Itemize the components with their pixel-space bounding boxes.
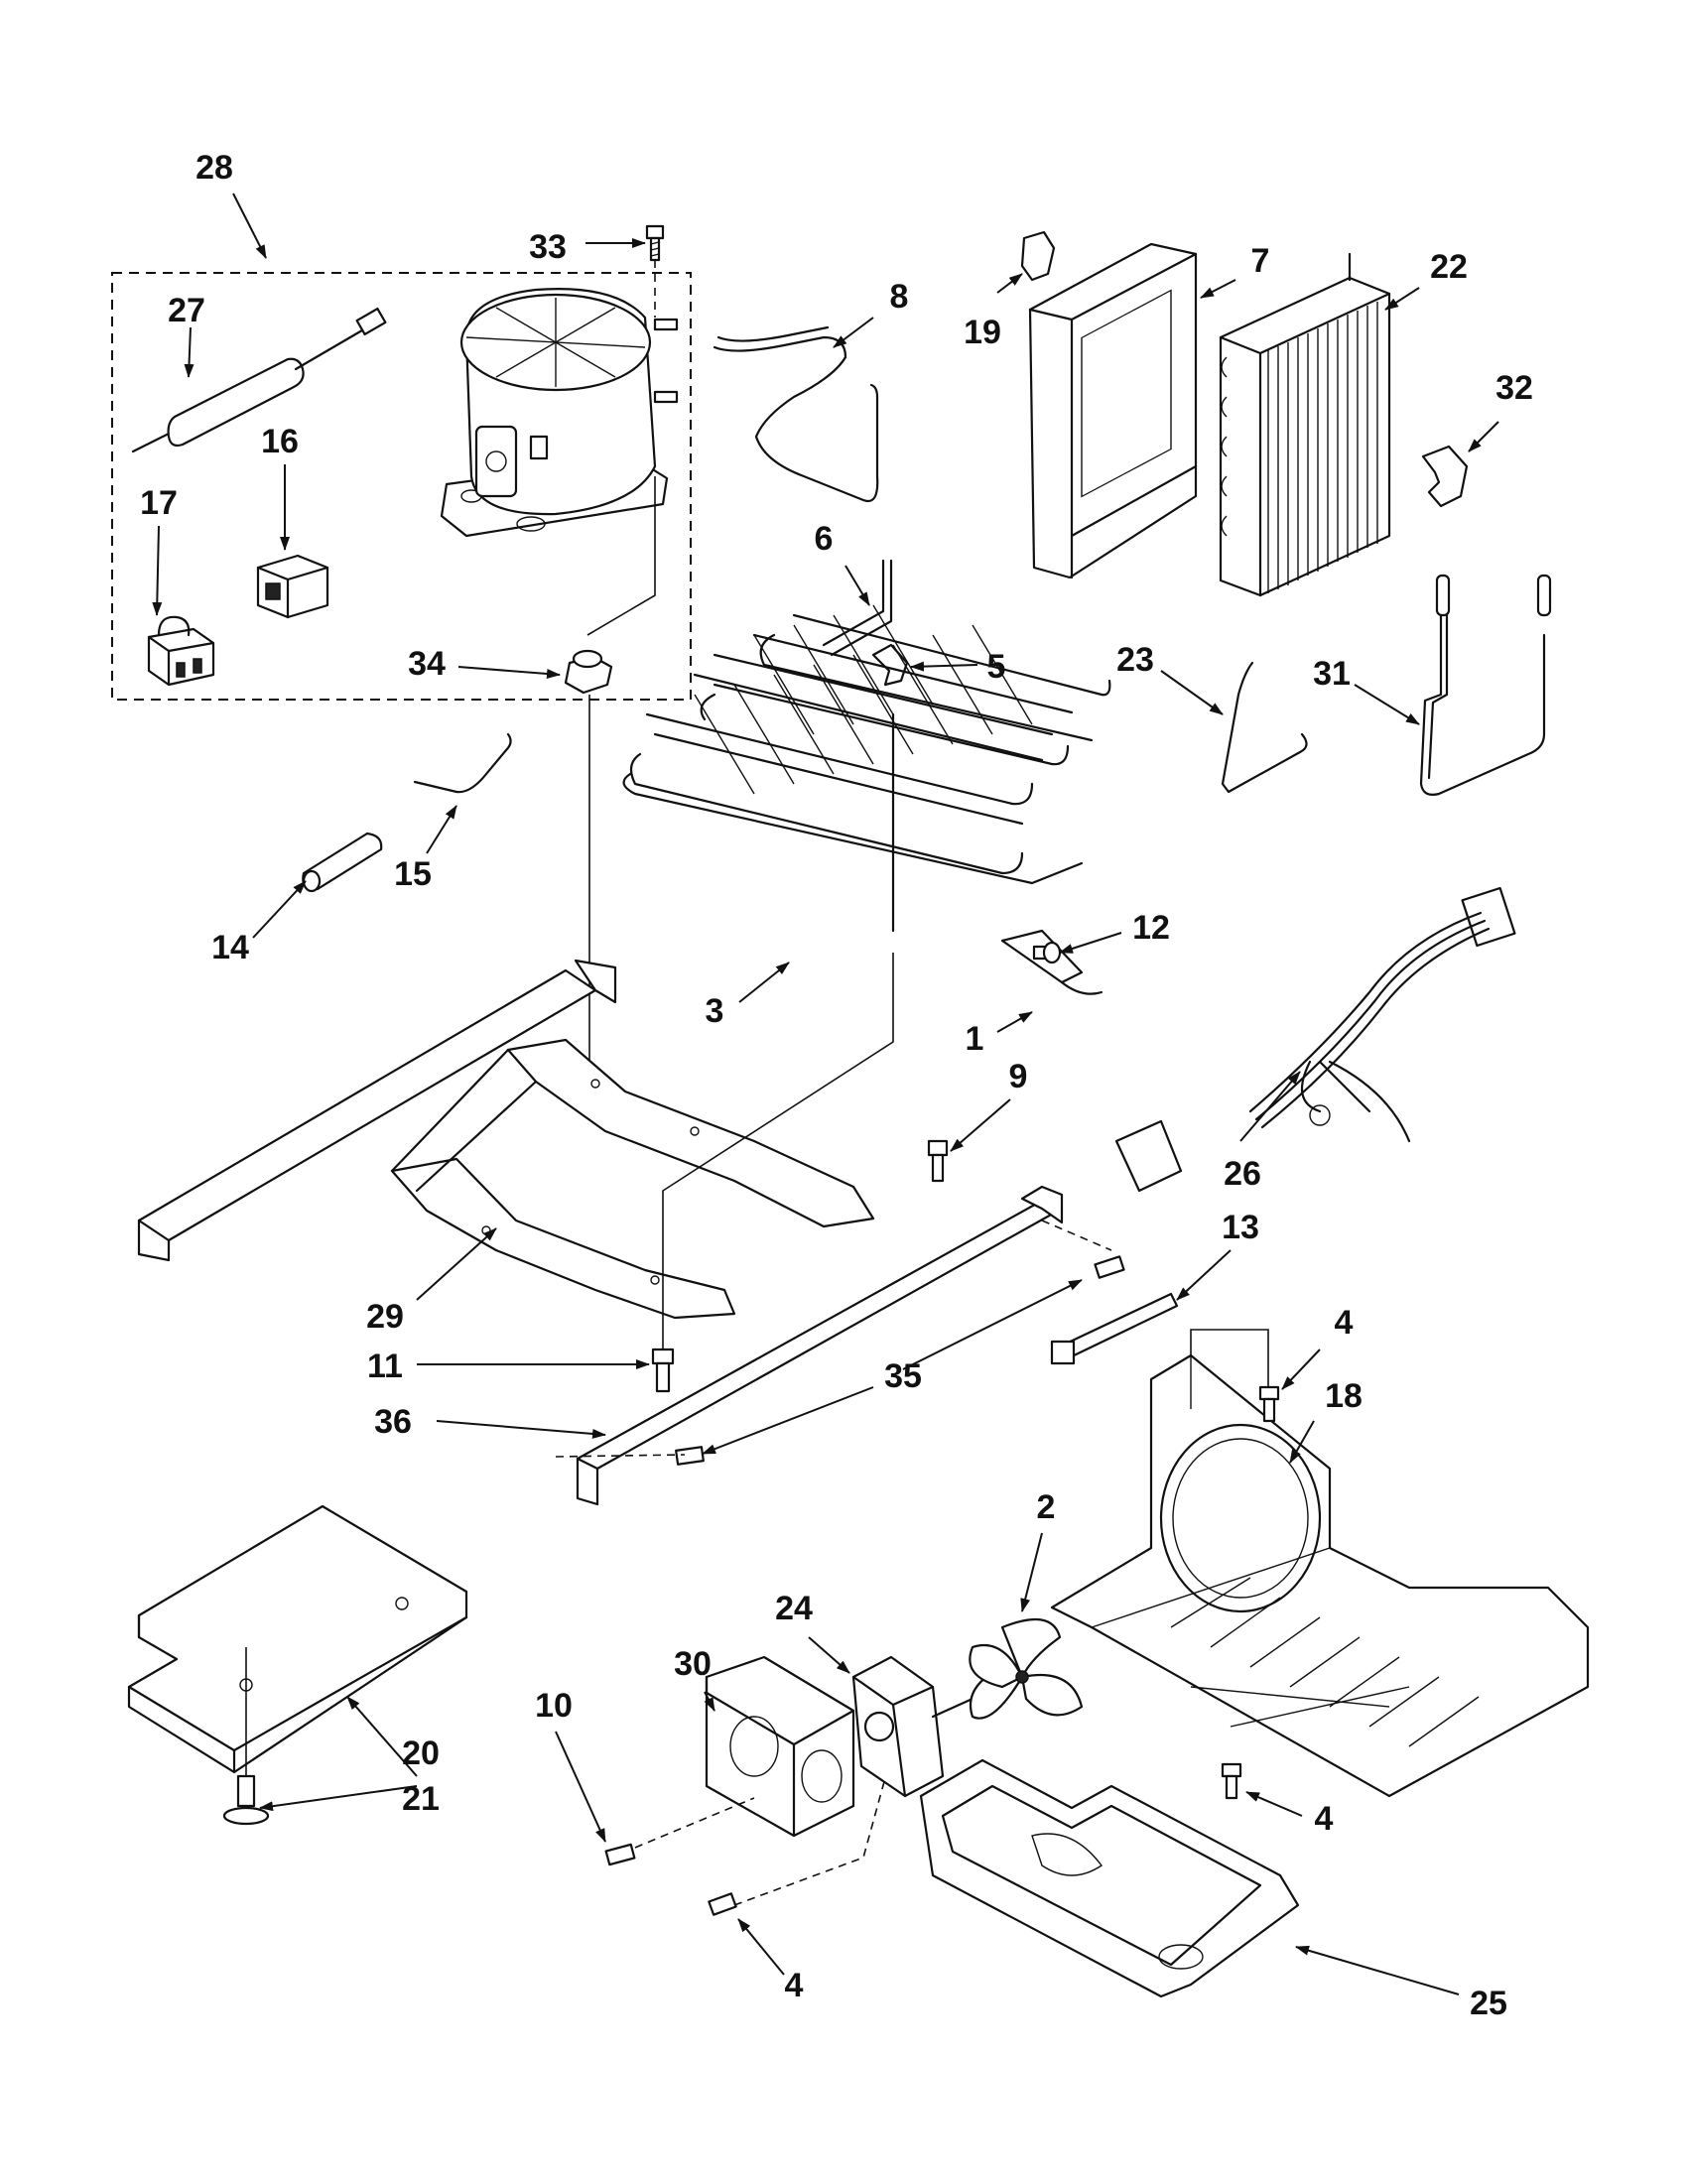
part-26-drawing xyxy=(1114,886,1516,1193)
label-10: 10 xyxy=(535,1687,573,1725)
part-7-drawing xyxy=(1028,242,1198,579)
label-11: 11 xyxy=(367,1348,403,1385)
label-4-bottom: 4 xyxy=(785,1967,804,2004)
ref-line-11 xyxy=(662,953,894,1349)
label-22: 22 xyxy=(1430,248,1468,286)
label-13: 13 xyxy=(1222,1209,1259,1246)
part-34-drawing xyxy=(564,649,613,695)
label-4-top: 4 xyxy=(1335,1304,1354,1342)
part-labels: 28 33 27 16 17 34 8 19 7 22 32 6 5 23 31… xyxy=(140,149,1533,2022)
label-7: 7 xyxy=(1251,242,1270,280)
part-1-12-drawing xyxy=(1000,929,1104,995)
label-36: 36 xyxy=(374,1403,412,1441)
ref-line-35 xyxy=(1041,1220,1112,1251)
part-6-drawing xyxy=(822,559,893,657)
label-33: 33 xyxy=(529,228,567,266)
ref-line-34 xyxy=(586,476,656,636)
label-21: 21 xyxy=(402,1780,440,1818)
label-9: 9 xyxy=(1009,1058,1028,1095)
compressor-kit-group-box xyxy=(111,272,692,701)
label-25: 25 xyxy=(1470,1985,1507,2022)
label-2: 2 xyxy=(1037,1488,1056,1526)
part-17-drawing xyxy=(147,615,215,687)
part-18-drawing xyxy=(1050,1353,1590,1798)
label-29: 29 xyxy=(366,1298,404,1336)
part-9-drawing xyxy=(927,1139,949,1183)
part-27-drawing xyxy=(131,307,387,453)
part-22-drawing xyxy=(1219,252,1391,597)
label-20: 20 xyxy=(402,1734,440,1772)
part-10-drawing xyxy=(604,1843,636,1866)
part-8-drawing xyxy=(713,335,879,503)
label-3: 3 xyxy=(706,992,724,1030)
part-2-drawing xyxy=(969,1617,1084,1720)
part-14-drawing xyxy=(302,832,383,893)
part-32-drawing xyxy=(1421,445,1469,508)
part-31-drawing xyxy=(1419,603,1546,796)
label-17: 17 xyxy=(140,484,178,522)
leader-arrows xyxy=(152,193,1499,1995)
part-35-drawing xyxy=(675,1255,1125,1466)
label-23: 23 xyxy=(1116,641,1154,679)
label-34: 34 xyxy=(408,645,446,683)
part-29-drawing xyxy=(137,959,875,1320)
part-36-drawing xyxy=(576,1185,1064,1506)
label-32: 32 xyxy=(1495,369,1533,407)
part-19-drawing xyxy=(1020,230,1056,282)
part-21-drawing xyxy=(222,1774,270,1826)
part-11-drawing xyxy=(651,1348,675,1393)
part-24-drawing xyxy=(851,1655,974,1798)
label-1: 1 xyxy=(966,1020,984,1058)
label-18: 18 xyxy=(1325,1377,1363,1415)
label-6: 6 xyxy=(815,520,834,558)
part-20-drawing xyxy=(127,1504,468,1774)
label-5: 5 xyxy=(987,648,1006,686)
label-26: 26 xyxy=(1224,1155,1261,1193)
label-4-right: 4 xyxy=(1315,1800,1334,1838)
label-27: 27 xyxy=(168,292,205,329)
part-30-drawing xyxy=(705,1655,855,1838)
ref-line-35b xyxy=(555,1454,686,1458)
label-12: 12 xyxy=(1132,909,1170,947)
label-19: 19 xyxy=(964,314,1001,351)
label-28: 28 xyxy=(195,149,233,187)
label-31: 31 xyxy=(1313,655,1351,693)
label-16: 16 xyxy=(261,423,299,460)
part-16-drawing xyxy=(256,554,329,619)
part-33-drawing xyxy=(645,224,665,262)
part-15-drawing xyxy=(413,732,512,794)
label-8: 8 xyxy=(890,278,909,316)
part-4-drawing xyxy=(708,1385,1280,1916)
part-25-drawing xyxy=(919,1758,1300,1998)
part-3-drawing xyxy=(622,604,1111,933)
ref-line-4 xyxy=(1190,1329,1269,1387)
part-13-drawing xyxy=(1050,1292,1179,1365)
label-15: 15 xyxy=(394,855,432,893)
label-14: 14 xyxy=(211,929,249,966)
compressor-drawing xyxy=(440,288,679,538)
label-24: 24 xyxy=(775,1590,813,1627)
label-30: 30 xyxy=(674,1645,712,1683)
label-35: 35 xyxy=(884,1357,922,1395)
ref-line-10 xyxy=(634,1676,914,1906)
part-23-drawing xyxy=(1221,661,1308,794)
